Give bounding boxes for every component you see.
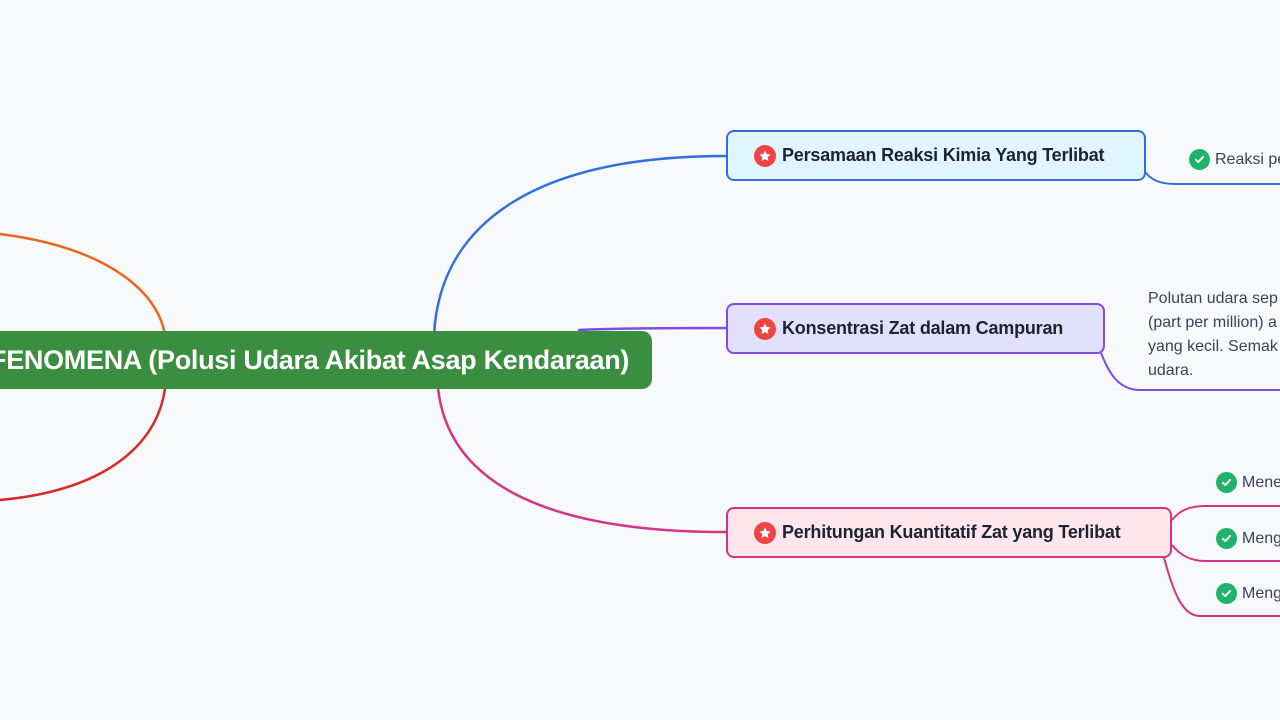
- note-line: yang kecil. Semak: [1148, 338, 1278, 355]
- leaf-perhitungan-3[interactable]: Meng: [1216, 583, 1280, 604]
- leaf-label: Meng: [1242, 584, 1280, 602]
- note-konsentrasi[interactable]: Polutan udara sep (part per million) a y…: [1148, 287, 1280, 383]
- edge-root-to-konsentrasi: [577, 326, 727, 332]
- topic-perhitungan-kuantitatif[interactable]: Perhitungan Kuantitatif Zat yang Terliba…: [726, 507, 1172, 558]
- star-icon: [754, 521, 776, 544]
- star-icon: [754, 144, 776, 167]
- leaf-label: Meng: [1242, 529, 1280, 547]
- edge-root-to-perhitungan: [436, 387, 727, 534]
- edge-root-to-persamaan: [432, 154, 727, 336]
- leaf-perhitungan-2[interactable]: Meng: [1216, 528, 1280, 549]
- leaf-reaksi[interactable]: Reaksi pe: [1189, 149, 1280, 170]
- edge-left-lower: [0, 374, 168, 502]
- edge-left-upper: [0, 232, 168, 346]
- star-icon: [754, 317, 776, 340]
- root-topic-label: FENOMENA (Polusi Udara Akibat Asap Kenda…: [0, 344, 630, 375]
- root-topic[interactable]: FENOMENA (Polusi Udara Akibat Asap Kenda…: [0, 331, 652, 389]
- topic-konsentrasi-zat[interactable]: Konsentrasi Zat dalam Campuran: [726, 303, 1105, 354]
- check-icon: [1189, 149, 1210, 170]
- leaf-label: Reaksi pe: [1215, 150, 1280, 168]
- note-line: Polutan udara sep: [1148, 290, 1278, 307]
- check-icon: [1216, 583, 1237, 604]
- check-icon: [1216, 472, 1237, 493]
- topic-persamaan-reaksi[interactable]: Persamaan Reaksi Kimia Yang Terlibat: [726, 130, 1146, 181]
- topic-label: Konsentrasi Zat dalam Campuran: [782, 318, 1064, 338]
- note-line: (part per million) a: [1148, 314, 1277, 331]
- topic-label: Perhitungan Kuantitatif Zat yang Terliba…: [782, 522, 1121, 542]
- edge-perhitungan-to-leaf-1: [1171, 505, 1280, 521]
- note-line: udara.: [1148, 362, 1194, 379]
- topic-label: Persamaan Reaksi Kimia Yang Terlibat: [782, 145, 1105, 165]
- leaf-perhitungan-1[interactable]: Mene: [1216, 472, 1280, 493]
- check-icon: [1216, 528, 1237, 549]
- leaf-label: Mene: [1242, 473, 1280, 491]
- edge-persamaan-to-leaf: [1143, 169, 1280, 185]
